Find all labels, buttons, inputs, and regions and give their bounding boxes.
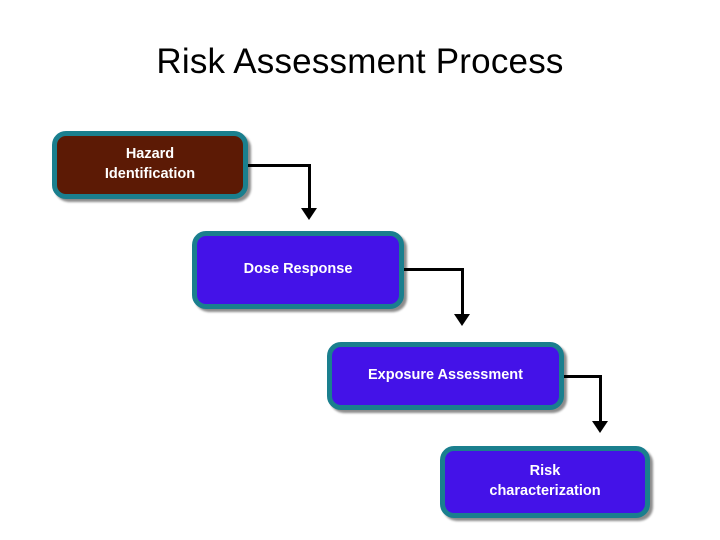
arrow-head-icon (592, 421, 608, 433)
flowchart-box-exposure-assessment[interactable]: Exposure Assessment (327, 342, 564, 410)
box-label-line1: Dose Response (243, 261, 353, 278)
connector-exposure-to-risk-horizontal (564, 375, 602, 378)
box-label-wrapper: Exposure Assessment (368, 366, 523, 386)
box-label-wrapper: Hazard Identification (105, 145, 195, 184)
connector-hazard-to-dose-vertical (308, 164, 311, 212)
box-label-line1: Risk (529, 463, 561, 480)
flowchart-box-hazard-identification[interactable]: Hazard Identification (52, 131, 248, 199)
connector-dose-to-exposure-vertical (461, 268, 464, 318)
arrow-head-icon (454, 314, 470, 326)
box-label-wrapper: Risk characterization (489, 462, 600, 501)
box-label-line2: Identification (104, 166, 196, 182)
connector-hazard-to-dose-horizontal (248, 164, 311, 167)
arrow-head-icon (301, 208, 317, 220)
box-label-line2: characterization (489, 483, 601, 499)
box-label-wrapper: Dose Response (244, 260, 353, 280)
connector-exposure-to-risk-vertical (599, 375, 602, 425)
box-label-line1: Hazard (125, 146, 175, 163)
page-title: Risk Assessment Process (156, 42, 564, 81)
box-label-line1: Exposure Assessment (367, 367, 523, 384)
flowchart-box-dose-response[interactable]: Dose Response (192, 231, 404, 309)
connector-dose-to-exposure-horizontal (404, 268, 464, 271)
flowchart-box-risk-characterization[interactable]: Risk characterization (440, 446, 650, 518)
